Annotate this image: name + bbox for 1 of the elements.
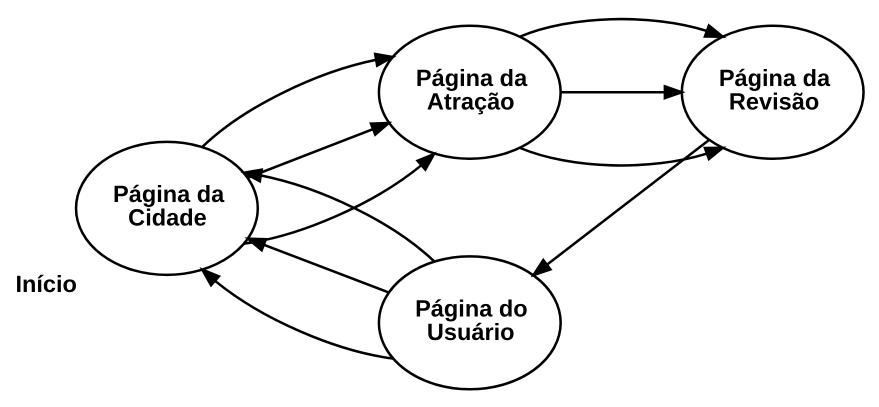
node-label: Início (15, 270, 77, 297)
